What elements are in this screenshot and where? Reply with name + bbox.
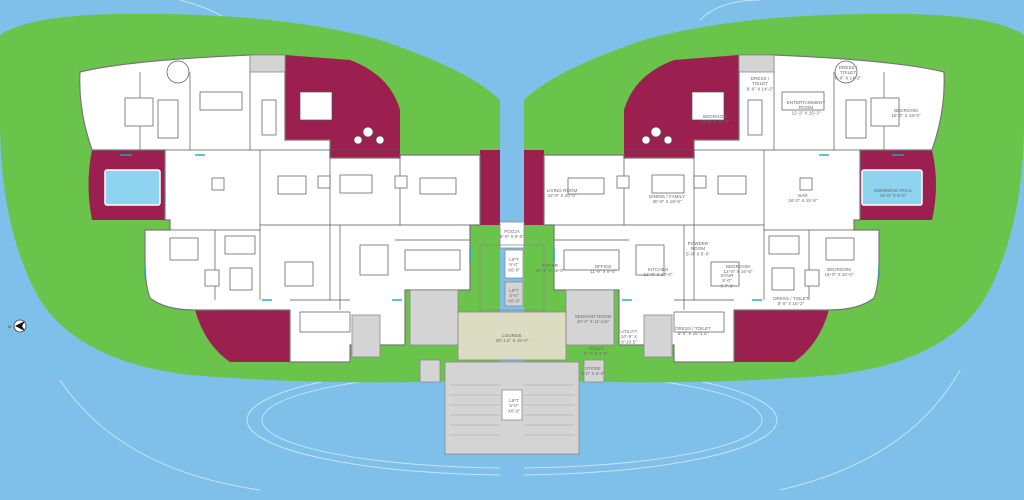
deck-center-right bbox=[524, 150, 544, 225]
windows-left bbox=[120, 154, 471, 301]
pool-left bbox=[104, 169, 161, 206]
furniture-left bbox=[124, 60, 461, 333]
furniture-right bbox=[563, 60, 900, 333]
service-block-right-2 bbox=[643, 314, 673, 358]
stair-treads bbox=[450, 384, 574, 436]
service-block-left-1 bbox=[409, 289, 459, 346]
service-block-left-4 bbox=[249, 54, 286, 73]
pool-right bbox=[861, 169, 923, 206]
service-block-left-2 bbox=[351, 314, 381, 358]
central-core bbox=[444, 221, 580, 455]
deck-bottom-left bbox=[195, 310, 290, 362]
outer-shell-left bbox=[79, 54, 481, 363]
lift-top-shaft bbox=[504, 249, 524, 279]
windows-right bbox=[553, 154, 904, 301]
building-left bbox=[79, 54, 481, 383]
pooja-room bbox=[499, 221, 525, 249]
lift-mid-shaft bbox=[504, 281, 524, 307]
deck-bottom-right bbox=[734, 310, 829, 362]
foyer-room bbox=[479, 244, 545, 311]
lounge-area bbox=[457, 311, 567, 361]
service-block-right-4 bbox=[738, 54, 775, 73]
service-block-right-1 bbox=[565, 289, 615, 346]
service-block-left-3 bbox=[419, 359, 441, 383]
deck-center-left bbox=[480, 150, 500, 225]
partitions-left bbox=[139, 55, 470, 310]
svg-text:N: N bbox=[8, 324, 11, 329]
service-block-right-3 bbox=[583, 359, 605, 383]
north-arrow-icon: N bbox=[8, 319, 27, 333]
lift-bottom-shaft bbox=[501, 389, 523, 421]
building-right bbox=[543, 54, 945, 383]
